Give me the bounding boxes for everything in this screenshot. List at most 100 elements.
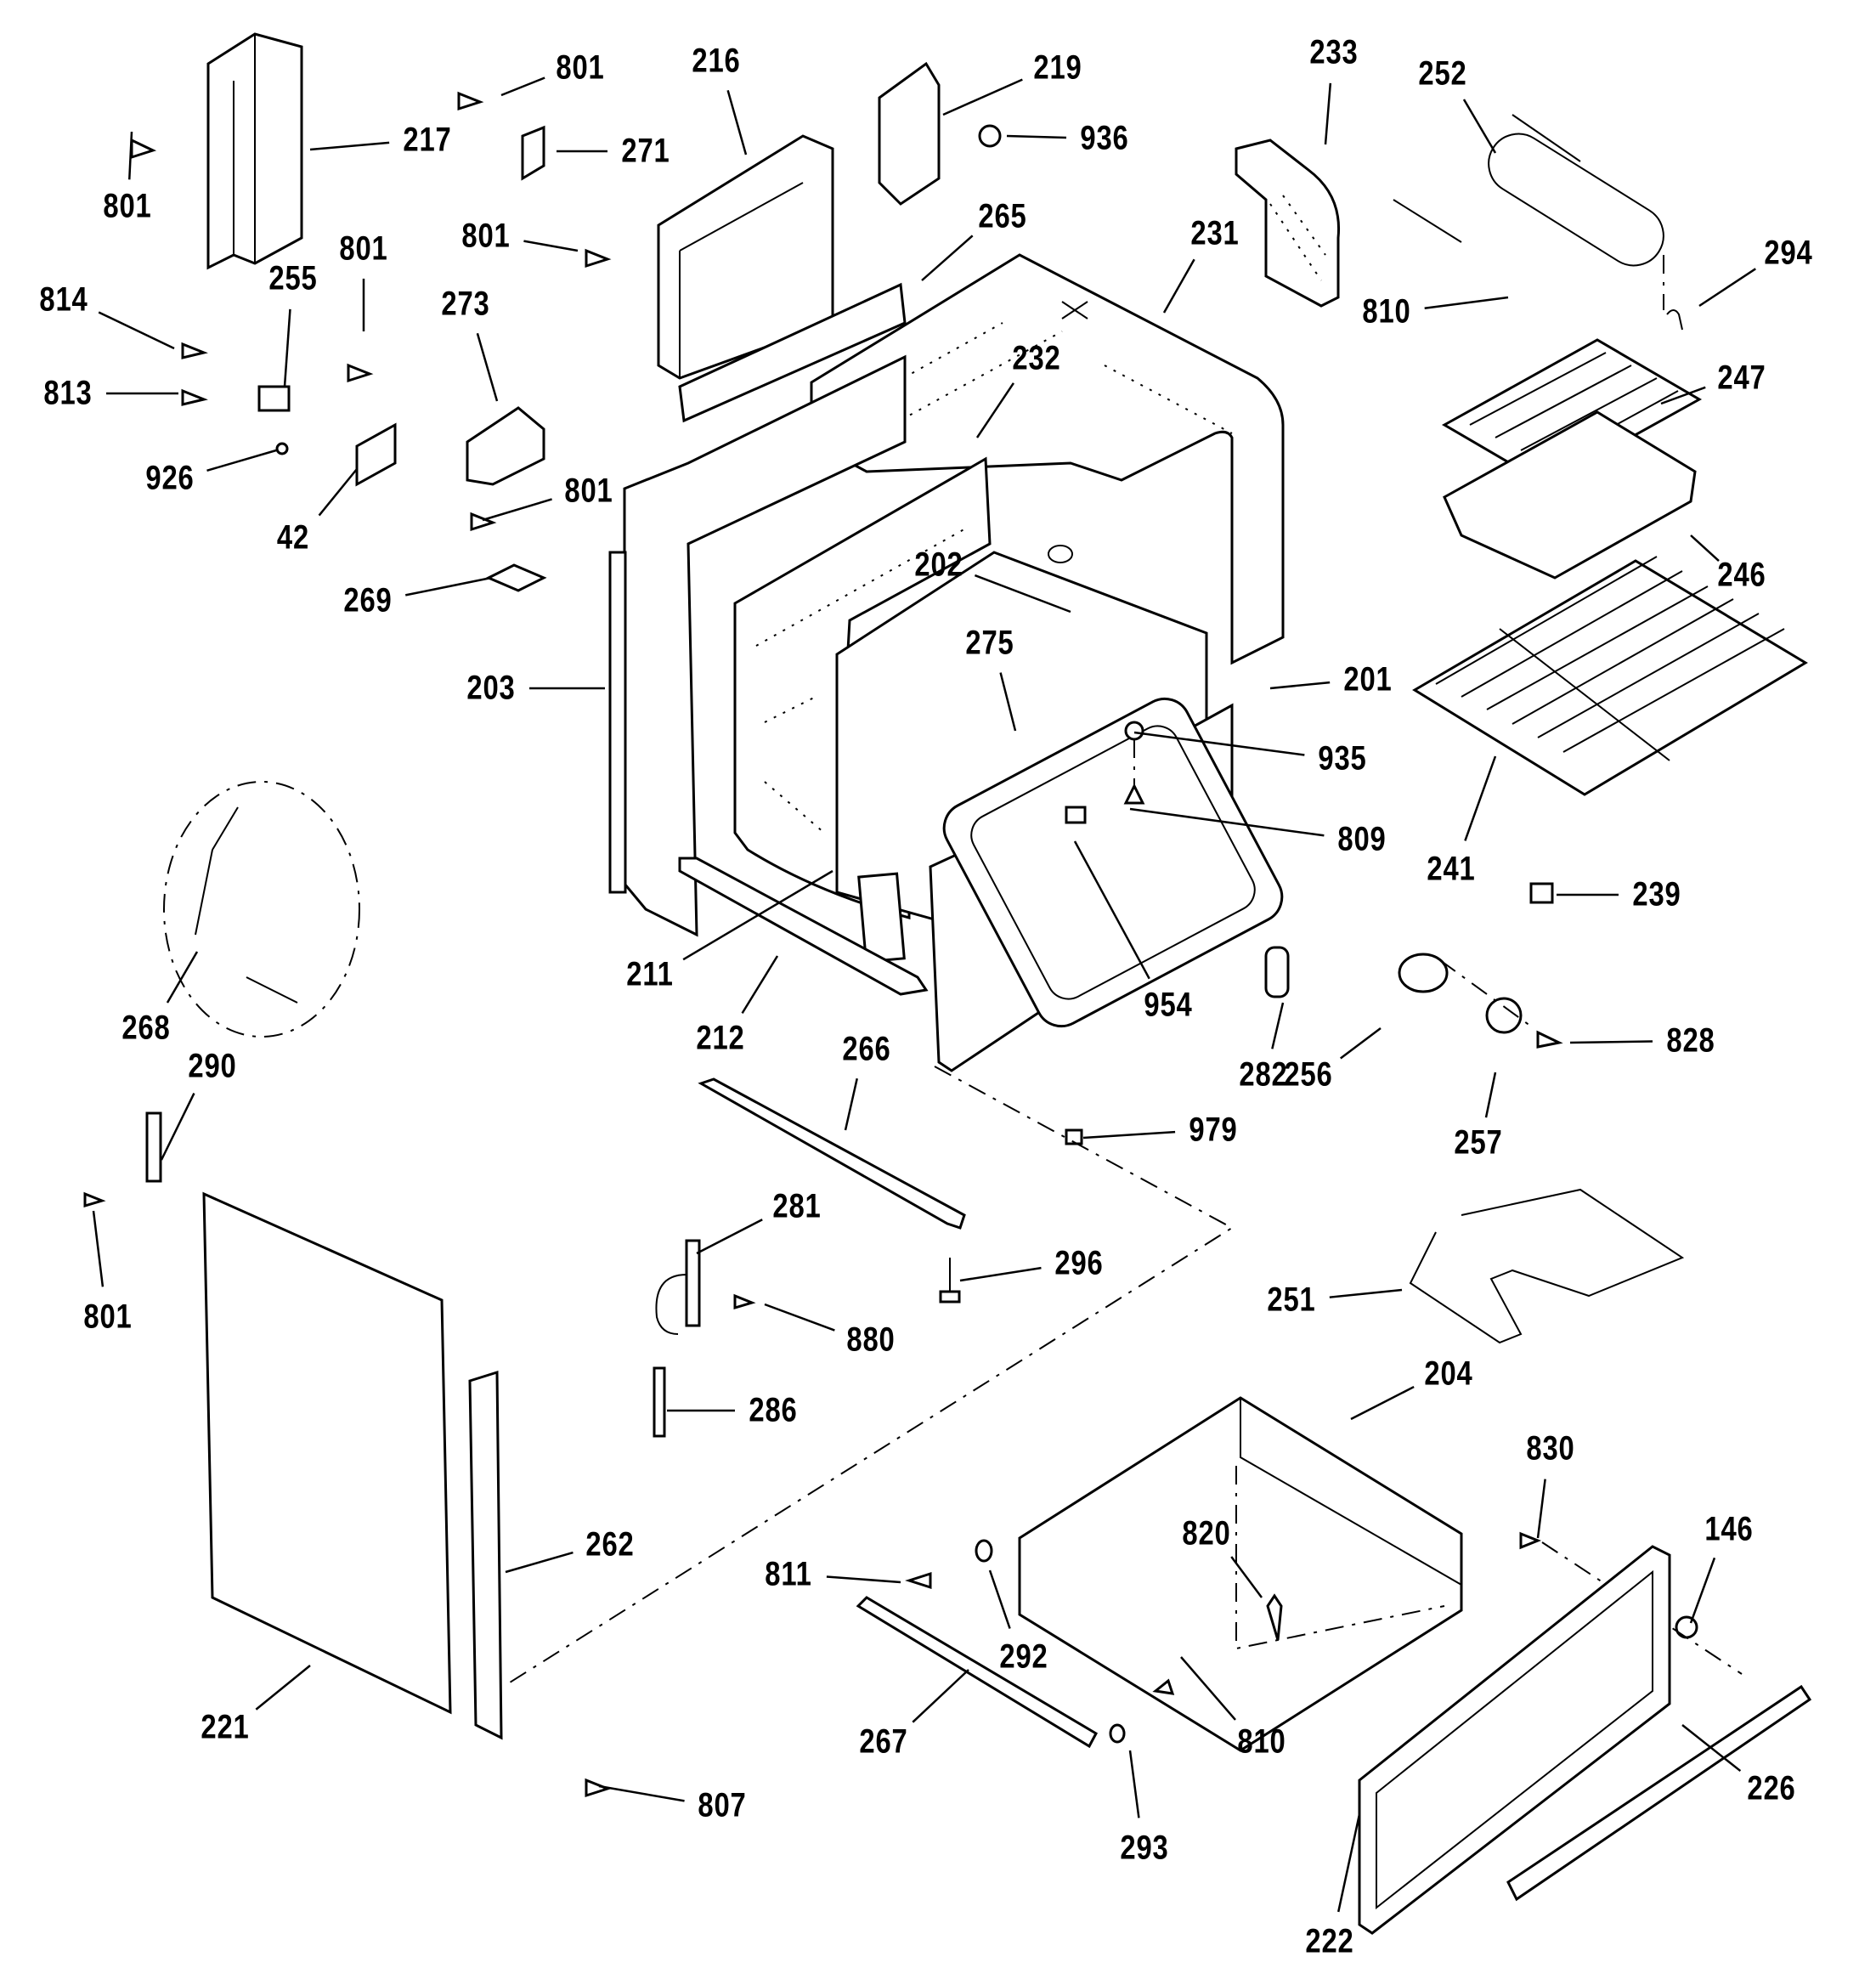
callout-label-801[interactable]: 801	[556, 48, 605, 87]
callout-label-275[interactable]: 275	[965, 624, 1014, 662]
leader-line-292	[988, 1569, 1011, 1629]
callout-label-281[interactable]: 281	[772, 1187, 822, 1225]
part-267-slide	[856, 1596, 1098, 1749]
callout-label-282[interactable]: 282	[1239, 1055, 1288, 1094]
leader-line-211	[682, 869, 833, 961]
part-262-trim	[468, 1370, 503, 1740]
callout-label-801[interactable]: 801	[103, 187, 152, 225]
callout-label-801[interactable]: 801	[564, 472, 613, 510]
callout-label-256[interactable]: 256	[1284, 1055, 1333, 1094]
callout-label-226[interactable]: 226	[1747, 1769, 1796, 1807]
callout-label-201[interactable]: 201	[1343, 660, 1393, 698]
leader-line-880	[764, 1303, 835, 1332]
part-810-screw	[1152, 1678, 1175, 1695]
callout-label-203[interactable]: 203	[466, 669, 516, 707]
leader-line-293	[1128, 1750, 1140, 1818]
part-239-clip	[1529, 882, 1554, 904]
callout-label-221[interactable]: 221	[201, 1708, 250, 1746]
leader-line-201	[1269, 681, 1331, 690]
callout-label-828[interactable]: 828	[1666, 1021, 1715, 1060]
callout-label-251[interactable]: 251	[1267, 1281, 1316, 1319]
callout-label-811[interactable]: 811	[765, 1555, 812, 1593]
leader-line-232	[975, 382, 1014, 438]
callout-label-42[interactable]: 42	[276, 518, 310, 557]
leader-line-275	[999, 672, 1017, 732]
part-801-screw	[470, 512, 497, 532]
callout-label-807[interactable]: 807	[698, 1786, 747, 1824]
callout-label-246[interactable]: 246	[1717, 556, 1766, 594]
callout-label-216[interactable]: 216	[692, 42, 741, 80]
callout-label-217[interactable]: 217	[403, 121, 452, 159]
callout-label-247[interactable]: 247	[1717, 359, 1766, 397]
callout-label-271[interactable]: 271	[621, 132, 670, 170]
callout-label-935[interactable]: 935	[1318, 739, 1367, 778]
callout-label-222[interactable]: 222	[1305, 1922, 1354, 1960]
leader-line-255	[283, 308, 291, 387]
callout-label-809[interactable]: 809	[1337, 820, 1387, 858]
callout-label-290[interactable]: 290	[188, 1047, 237, 1085]
callout-label-255[interactable]: 255	[268, 259, 318, 297]
callout-label-801[interactable]: 801	[461, 217, 511, 255]
callout-label-814[interactable]: 814	[39, 280, 88, 319]
part-801-screw	[457, 91, 484, 111]
leader-line-294	[1698, 268, 1756, 308]
part-926-washer	[275, 442, 289, 455]
leader-line-807	[598, 1784, 685, 1802]
callout-label-268[interactable]: 268	[121, 1009, 171, 1047]
callout-label-266[interactable]: 266	[842, 1030, 891, 1068]
callout-label-211[interactable]: 211	[626, 955, 674, 993]
callout-label-262[interactable]: 262	[585, 1525, 635, 1564]
callout-label-880[interactable]: 880	[846, 1321, 896, 1359]
callout-label-954[interactable]: 954	[1144, 986, 1193, 1024]
part-954-clip	[1065, 806, 1087, 824]
callout-label-219[interactable]: 219	[1033, 48, 1082, 87]
callout-label-212[interactable]: 212	[696, 1019, 745, 1057]
callout-label-830[interactable]: 830	[1526, 1429, 1575, 1468]
callout-label-267[interactable]: 267	[859, 1722, 908, 1761]
leader-line-801	[92, 1210, 105, 1287]
leader-line-146	[1689, 1557, 1716, 1624]
leader-line-820	[1230, 1556, 1263, 1598]
part-282-cap	[1264, 946, 1290, 998]
callout-label-294[interactable]: 294	[1764, 234, 1813, 272]
leader-line-801	[500, 76, 545, 97]
callout-label-202[interactable]: 202	[914, 546, 963, 584]
leader-line-231	[1162, 258, 1195, 314]
callout-label-292[interactable]: 292	[999, 1637, 1048, 1676]
callout-label-273[interactable]: 273	[441, 285, 490, 323]
callout-label-810[interactable]: 810	[1237, 1722, 1286, 1761]
callout-label-265[interactable]: 265	[978, 197, 1027, 235]
part-226-trim	[1506, 1684, 1812, 1902]
callout-label-269[interactable]: 269	[343, 581, 393, 619]
part-801-screw	[83, 1191, 106, 1208]
leader-line-830	[1536, 1479, 1546, 1539]
callout-label-979[interactable]: 979	[1189, 1111, 1238, 1149]
callout-label-293[interactable]: 293	[1120, 1829, 1169, 1867]
callout-label-820[interactable]: 820	[1182, 1514, 1231, 1552]
callout-label-231[interactable]: 231	[1190, 214, 1240, 252]
callout-label-241[interactable]: 241	[1427, 850, 1476, 888]
callout-label-204[interactable]: 204	[1424, 1354, 1473, 1393]
callout-label-936[interactable]: 936	[1080, 119, 1129, 157]
callout-label-810[interactable]: 810	[1362, 292, 1411, 331]
callout-label-801[interactable]: 801	[83, 1298, 133, 1336]
leader-line-810	[1424, 296, 1509, 309]
leader-line-251	[1329, 1288, 1403, 1298]
callout-label-252[interactable]: 252	[1418, 54, 1467, 93]
callout-label-296[interactable]: 296	[1054, 1244, 1104, 1282]
callout-label-257[interactable]: 257	[1454, 1123, 1503, 1162]
callout-label-233[interactable]: 233	[1309, 33, 1359, 71]
part-807-screw	[585, 1778, 612, 1798]
callout-label-232[interactable]: 232	[1012, 339, 1061, 377]
callout-label-146[interactable]: 146	[1704, 1510, 1754, 1548]
callout-label-801[interactable]: 801	[339, 229, 388, 268]
leader-line-290	[160, 1093, 195, 1161]
callout-label-286[interactable]: 286	[749, 1391, 798, 1429]
callout-label-239[interactable]: 239	[1632, 875, 1681, 913]
leader-line-268	[166, 951, 199, 1004]
part-268-detail-circle	[163, 781, 360, 1038]
callout-label-926[interactable]: 926	[145, 459, 195, 497]
leader-lines	[92, 76, 1756, 1913]
callout-label-813[interactable]: 813	[43, 374, 93, 412]
